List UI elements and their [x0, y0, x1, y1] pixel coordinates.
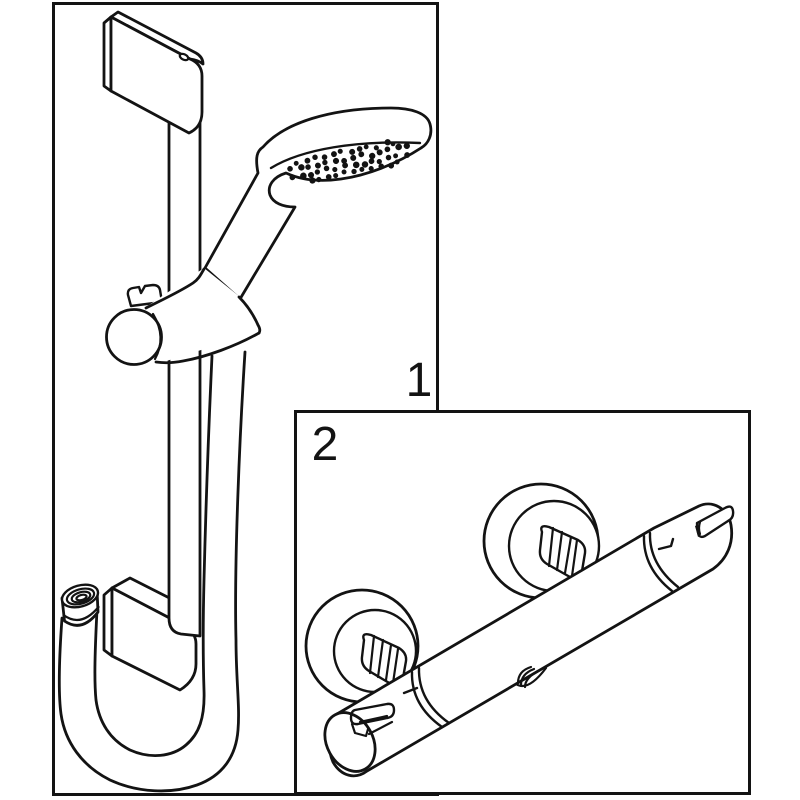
figure-panel-1: 1: [52, 2, 439, 796]
holder-release-tab: [126, 283, 164, 308]
connector-nut-left: [360, 632, 408, 686]
panel-2-number-label: 2: [311, 418, 339, 471]
hose-outlet: [514, 665, 548, 689]
thermostatic-mixer-drawing: [304, 482, 735, 778]
shutoff-index-mark: [657, 537, 675, 551]
hose-nut: [60, 583, 100, 627]
knob-joint-rings: [410, 531, 680, 729]
hand-shower: [203, 106, 433, 301]
spray-face-rim: [269, 141, 422, 170]
screw-hole: [178, 52, 190, 62]
shower-holder: [105, 267, 262, 366]
temperature-index-mark: [402, 686, 419, 695]
spray-nozzle-dots: [287, 139, 410, 184]
slide-rail: [167, 116, 202, 638]
wall-bracket-top: [102, 10, 205, 135]
temperature-knob-end-cap: [323, 711, 377, 773]
temperature-grip-slot: [349, 686, 419, 738]
slide-bar-set-drawing: [57, 10, 433, 793]
mixer-bar: [323, 502, 734, 778]
figure-panel-2: 2: [294, 410, 751, 795]
shower-hose: [57, 350, 247, 793]
shutoff-lever: [657, 505, 735, 551]
panel-1-number-label: 1: [405, 354, 433, 407]
